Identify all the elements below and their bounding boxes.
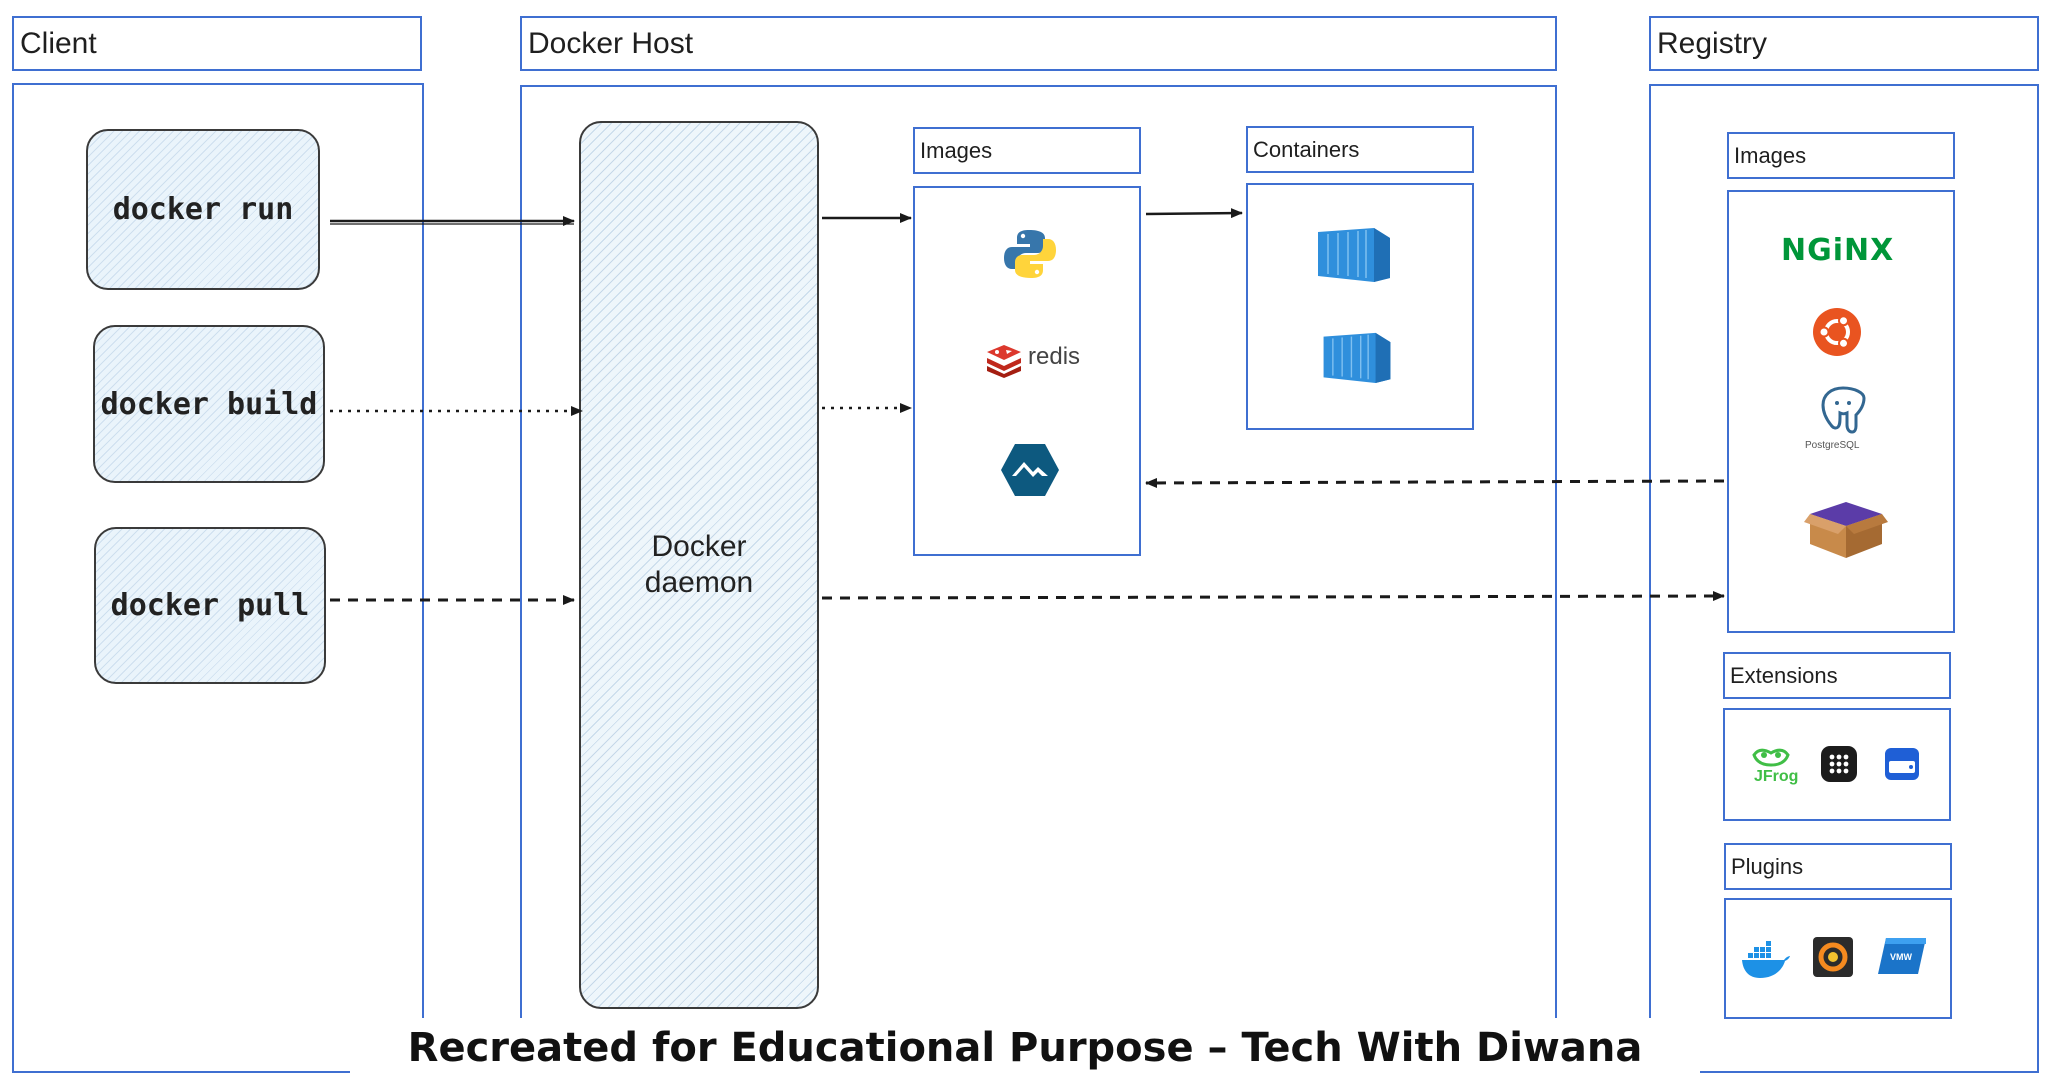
container-icon [1318,228,1390,282]
extensions-header: Extensions [1723,652,1951,699]
docker-build-label: docker build [100,386,318,422]
jfrog-icon [1752,748,1790,767]
disk-icon [1885,748,1919,780]
docker-run-command[interactable]: docker run [86,129,320,290]
registry-images-header: Images [1727,132,1955,179]
docker-pull-label: docker pull [110,588,310,623]
containers-panel [1246,183,1474,430]
footer-text: Recreated for Educational Purpose – Tech… [407,1025,1643,1071]
grafana-icon [1813,937,1853,977]
extensions-title: Extensions [1730,662,1838,688]
footer-credit: Recreated for Educational Purpose – Tech… [350,1018,1700,1078]
docker-host-header: Docker Host [520,16,1557,71]
registry-title: Registry [1657,26,1768,60]
nginx-logo: NGiNX [1781,233,1895,268]
redis-label: redis [1028,343,1081,370]
host-images-title: Images [920,137,993,163]
host-images-header: Images [913,127,1141,174]
jfrog-label: JFrog [1754,768,1799,785]
images-containers-arrow [1145,208,1243,219]
docker-pull-command[interactable]: docker pull [94,527,326,684]
grid-app-icon [1821,746,1857,782]
redis-icon [987,345,1021,378]
client-header: Client [12,16,422,71]
daemon-registry-arrow [821,591,1725,602]
docker-whale-icon [1742,941,1790,978]
docker-host-title: Docker Host [528,26,694,60]
docker-build-command[interactable]: docker build [93,325,325,483]
python-icon [1004,230,1056,278]
vmware-label: VMW [1890,952,1912,962]
container-icon [1323,332,1391,383]
docker-run-label: docker run [112,192,294,227]
containers-title: Containers [1253,136,1360,162]
ubuntu-icon [1813,308,1861,356]
alpine-icon [1001,444,1059,496]
vmware-icon [1878,938,1926,974]
daemon-line2: daemon [644,566,754,599]
client-title: Client [20,26,97,60]
plugins-header: Plugins [1724,843,1952,890]
postgresql-label: PostgreSQL [1805,440,1860,451]
daemon-line1: Docker [651,530,747,563]
registry-header: Registry [1649,16,2039,71]
box-icon [1804,502,1888,558]
containers-header: Containers [1246,126,1474,173]
docker-daemon[interactable]: Docker daemon [579,121,819,1009]
registry-images-arrow [1145,477,1725,488]
postgresql-icon [1821,386,1866,434]
plugins-title: Plugins [1731,853,1804,879]
registry-images-title: Images [1734,142,1807,168]
